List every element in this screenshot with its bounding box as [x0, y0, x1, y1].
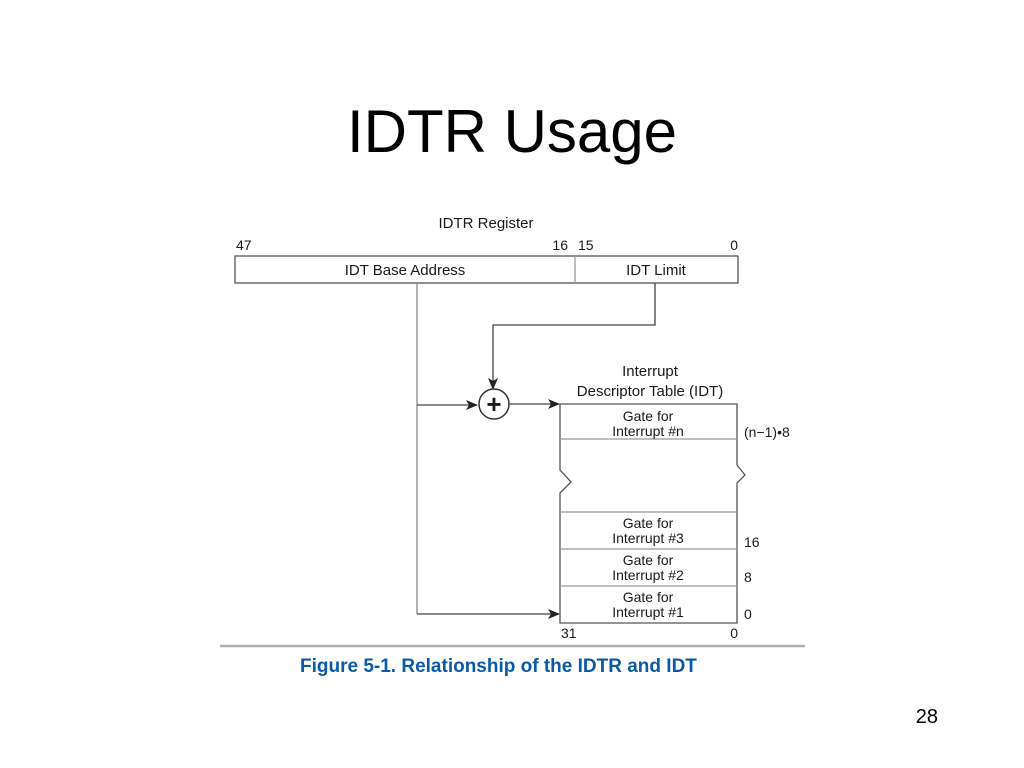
idt-entry-1-line2: Interrupt #1 [612, 604, 684, 620]
idt-entry-n-line2: Interrupt #n [612, 423, 684, 439]
slide-title: IDTR Usage [346, 98, 678, 165]
idt-entry-2-line2: Interrupt #2 [612, 567, 684, 583]
idt-entry-3-line2: Interrupt #3 [612, 530, 684, 546]
idt-limit-field: IDT Limit [626, 262, 687, 279]
idt-entry-n-offset: (n−1)•8 [744, 424, 790, 440]
idt-base-address-field: IDT Base Address [345, 262, 466, 279]
bit-label-16: 16 [552, 237, 568, 253]
page-number: 28 [915, 706, 938, 728]
bit-label-47: 47 [236, 237, 252, 253]
adder-circle [478, 388, 510, 420]
idt-entry-1-line1: Gate for [623, 589, 674, 605]
idtr-register-box [234, 255, 739, 284]
bit-label-15: 15 [578, 237, 594, 253]
idt-table-outline [559, 403, 746, 624]
idt-bit-label-0: 0 [730, 625, 738, 641]
register-title: IDTR Register [438, 215, 533, 232]
idt-entry-3-offset: 16 [744, 534, 760, 550]
figure-caption: Figure 5-1. Relationship of the IDTR and… [300, 656, 697, 677]
idt-title-line2: Descriptor Table (IDT) [577, 383, 723, 400]
bit-label-0-register: 0 [730, 237, 738, 253]
idt-entry-n-line1: Gate for [623, 408, 674, 424]
idt-entry-2-offset: 8 [744, 569, 752, 585]
idt-title-line1: Interrupt [622, 363, 679, 380]
limit-connector [488, 283, 656, 390]
idt-entry-2-line1: Gate for [623, 552, 674, 568]
idt-bit-label-31: 31 [561, 625, 577, 641]
adder-symbol: + [486, 389, 501, 419]
idt-entry-3-line1: Gate for [623, 515, 674, 531]
idt-entry-1-offset: 0 [744, 606, 752, 622]
